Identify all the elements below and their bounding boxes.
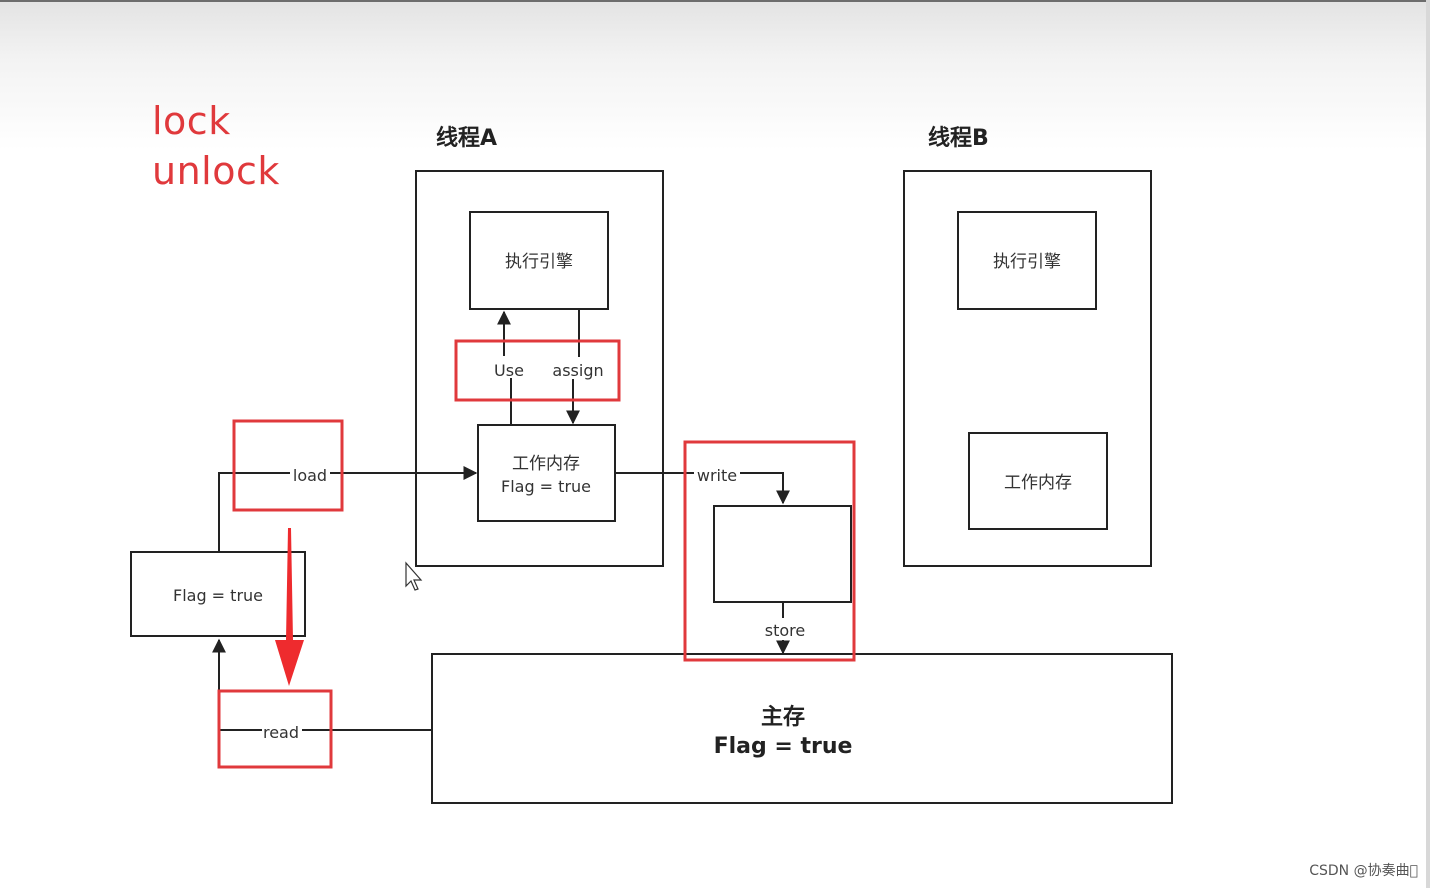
thread-a-working-memory-box [477, 424, 616, 522]
transit-buffer-box [713, 505, 852, 603]
load-label: load [293, 466, 327, 485]
lock-label: lock [152, 99, 231, 143]
main-memory-flag: Flag = true [714, 734, 853, 759]
thread-a-box [415, 170, 664, 567]
thread-a-flag-value: Flag = true [501, 477, 591, 496]
right-border [1426, 0, 1430, 888]
main-memory-title: 主存 [761, 704, 805, 730]
thread-a-working-memory-label: 工作内存 [512, 454, 580, 474]
read-highlight [217, 689, 333, 769]
top-border [0, 0, 1430, 2]
main-memory-box [431, 653, 1173, 804]
write-label: write [697, 466, 737, 485]
thread-a-engine-box [469, 211, 609, 310]
use-label: Use [494, 361, 524, 380]
thread-b-working-memory-label: 工作内存 [1004, 473, 1072, 493]
thread-a-engine-label: 执行引擎 [505, 252, 573, 272]
assign-label: assign [552, 361, 603, 380]
mouse-cursor-icon [405, 561, 423, 591]
thread-a-title: 线程A [436, 126, 498, 151]
write-store-highlight [683, 440, 856, 662]
thread-b-engine-box [957, 211, 1097, 310]
write-arrow [740, 472, 790, 505]
thread-b-box [903, 170, 1152, 567]
unlock-label: unlock [152, 149, 280, 193]
top-shade [0, 0, 1430, 150]
thread-b-title: 线程B [928, 126, 989, 151]
load-line-left [218, 472, 290, 552]
local-flag-label: Flag = true [173, 586, 263, 605]
thread-b-engine-label: 执行引擎 [993, 252, 1061, 272]
use-assign-highlight [454, 339, 621, 402]
thread-b-working-memory-box [968, 432, 1108, 530]
read-arrow [212, 638, 262, 731]
load-highlight [232, 419, 344, 512]
store-label: store [765, 621, 805, 640]
watermark: CSDN @协奏曲  [1309, 863, 1418, 879]
red-down-arrow [275, 528, 304, 686]
read-label: read [263, 723, 299, 742]
